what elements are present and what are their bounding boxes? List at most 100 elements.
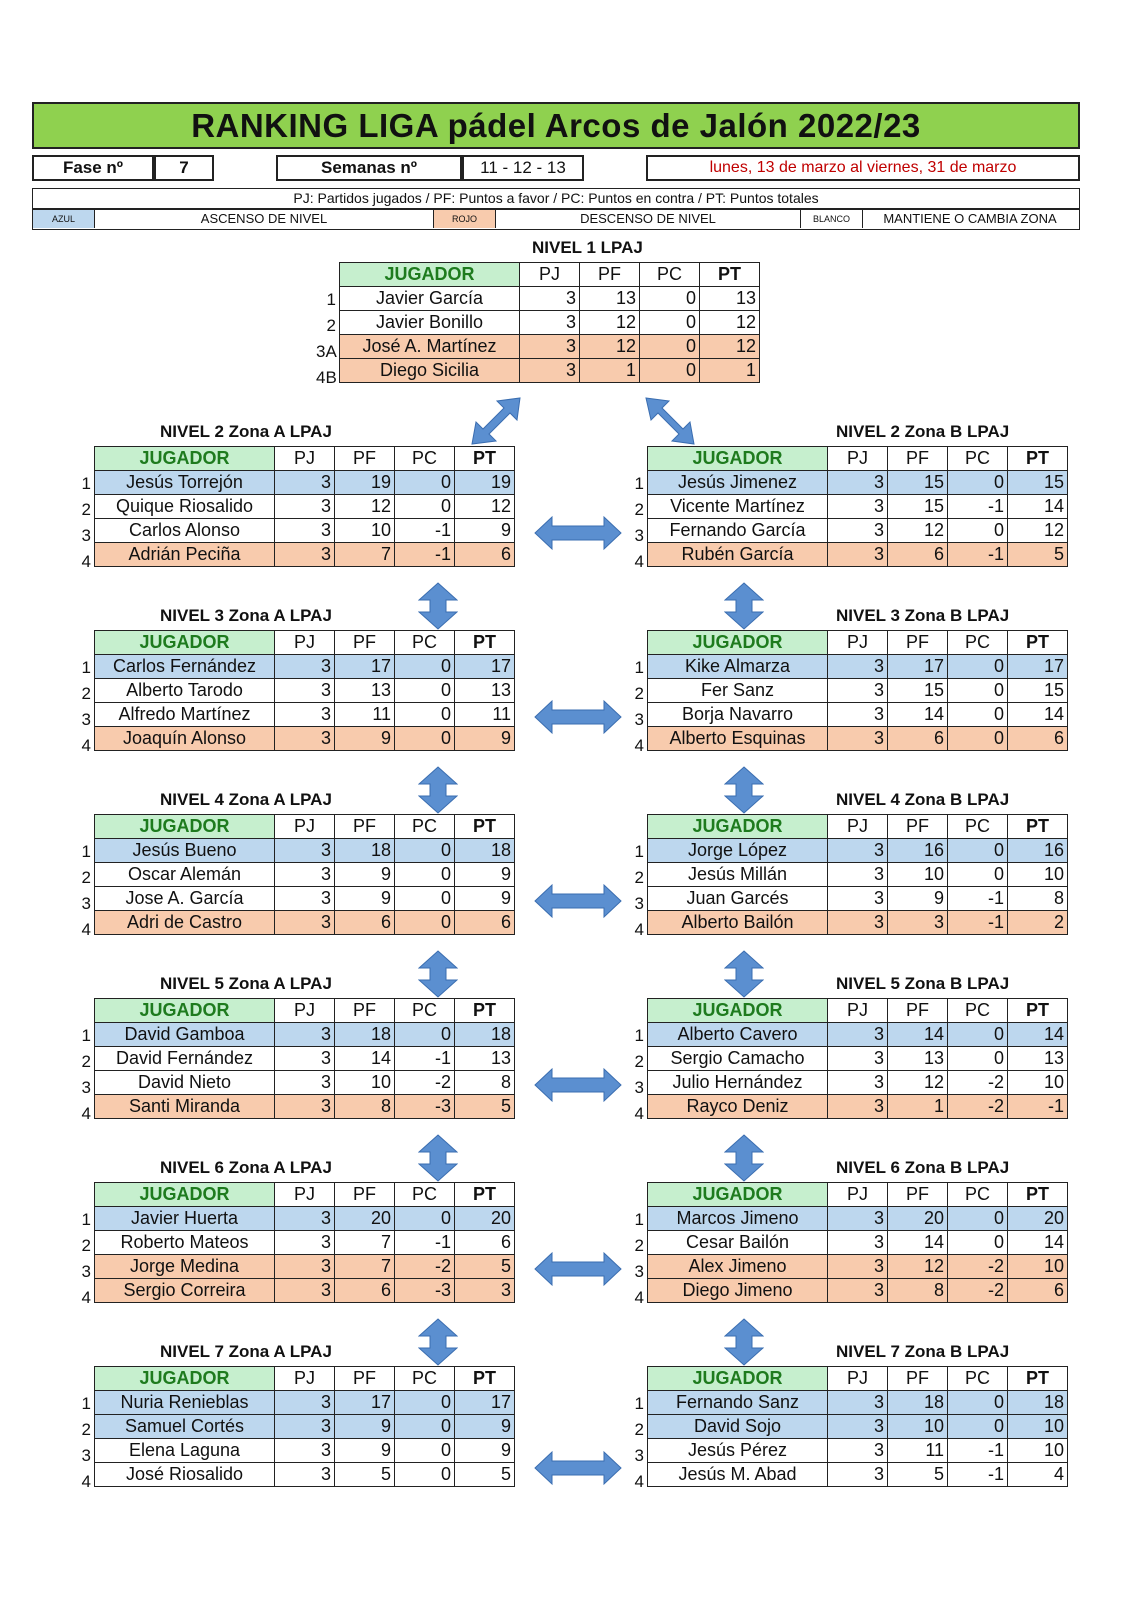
- cell-pt: 14: [1007, 1230, 1068, 1255]
- cell-pj: 3: [827, 910, 888, 935]
- swap-arrow-icon: [534, 699, 622, 735]
- position-number: 3: [634, 1078, 644, 1097]
- player-name: Marcos Jimeno: [647, 1206, 828, 1231]
- cell-pt: 11: [454, 702, 515, 727]
- cell-pj: 3: [827, 1414, 888, 1439]
- cell-pt: 15: [1007, 470, 1068, 495]
- header-jugador: JUGADOR: [647, 1182, 828, 1207]
- diagonal-arrow-icon: [471, 397, 521, 445]
- position-number: 4B: [316, 368, 337, 387]
- cell-pf: 17: [334, 654, 395, 679]
- position-number: 1: [634, 1210, 644, 1229]
- cell-pc: 0: [394, 654, 455, 679]
- player-name: Jesús Torrejón: [94, 470, 275, 495]
- header-jugador: JUGADOR: [94, 446, 275, 471]
- cell-pc: 0: [947, 702, 1008, 727]
- player-name: Quique Riosalido: [94, 494, 275, 519]
- legend-descenso: DESCENSO DE NIVEL: [496, 210, 801, 228]
- cell-pf: 12: [887, 1254, 948, 1279]
- up-down-arrow-icon: [724, 1134, 764, 1182]
- cell-pc: 0: [639, 358, 700, 383]
- cell-pt: 15: [1007, 678, 1068, 703]
- header-pt: PT: [1007, 814, 1068, 839]
- level-title: NIVEL 3 Zona B LPAJ: [836, 606, 1010, 625]
- cell-pt: 6: [454, 1230, 515, 1255]
- up-down-arrow-icon: [724, 950, 764, 998]
- cell-pc: -1: [394, 1046, 455, 1071]
- player-name: Samuel Cortés: [94, 1414, 275, 1439]
- header-jugador: JUGADOR: [94, 1182, 275, 1207]
- player-name: Alberto Bailón: [647, 910, 828, 935]
- legend-mantiene: MANTIENE O CAMBIA ZONA: [883, 211, 1057, 226]
- position-number: 4: [634, 1472, 644, 1491]
- up-down-arrow-icon: [418, 582, 458, 630]
- cell-pc: 0: [947, 726, 1008, 751]
- position-number: 3: [81, 894, 91, 913]
- cell-pc: 0: [947, 1390, 1008, 1415]
- cell-pc: -1: [947, 1462, 1008, 1487]
- cell-pj: 3: [274, 1022, 335, 1047]
- cell-pt: 10: [1007, 1254, 1068, 1279]
- cell-pc: -2: [947, 1094, 1008, 1119]
- cell-pt: 9: [454, 886, 515, 911]
- position-number: 2: [634, 1420, 644, 1439]
- header-pt: PT: [454, 814, 515, 839]
- header-pj: PJ: [274, 1182, 335, 1207]
- cell-pj: 3: [827, 542, 888, 567]
- swap-arrow-icon: [534, 1450, 622, 1486]
- player-name: Jesús Pérez: [647, 1438, 828, 1463]
- header-pj: PJ: [827, 630, 888, 655]
- player-name: David Sojo: [647, 1414, 828, 1439]
- position-number: 4: [634, 1104, 644, 1123]
- position-number: 1: [634, 474, 644, 493]
- player-name: Adri de Castro: [94, 910, 275, 935]
- header-jugador: JUGADOR: [94, 630, 275, 655]
- cell-pj: 3: [827, 1230, 888, 1255]
- up-down-arrow-icon: [418, 766, 458, 814]
- cell-pc: 0: [394, 1206, 455, 1231]
- cell-pc: -2: [394, 1070, 455, 1095]
- player-name: Jorge López: [647, 838, 828, 863]
- cell-pf: 12: [887, 1070, 948, 1095]
- cell-pj: 3: [274, 654, 335, 679]
- header-pc: PC: [394, 1182, 455, 1207]
- header-pt: PT: [1007, 630, 1068, 655]
- player-name: Elena Laguna: [94, 1438, 275, 1463]
- position-number: 2: [634, 1236, 644, 1255]
- cell-pf: 17: [887, 654, 948, 679]
- cell-pc: -1: [947, 1438, 1008, 1463]
- legend-rojo: ROJO: [434, 210, 496, 228]
- cell-pt: 13: [454, 678, 515, 703]
- cell-pt: 17: [1007, 654, 1068, 679]
- cell-pj: 3: [274, 542, 335, 567]
- player-name: Vicente Martínez: [647, 494, 828, 519]
- header-pj: PJ: [274, 998, 335, 1023]
- cell-pt: 5: [454, 1094, 515, 1119]
- position-number: 3A: [316, 342, 337, 361]
- cell-pj: 3: [519, 310, 580, 335]
- position-number: 2: [326, 316, 336, 335]
- header-pj: PJ: [827, 1182, 888, 1207]
- header-pc: PC: [394, 814, 455, 839]
- level-title: NIVEL 5 Zona B LPAJ: [836, 974, 1010, 993]
- cell-pj: 3: [519, 358, 580, 383]
- header-pj: PJ: [827, 1366, 888, 1391]
- cell-pj: 3: [827, 862, 888, 887]
- cell-pt: 18: [454, 838, 515, 863]
